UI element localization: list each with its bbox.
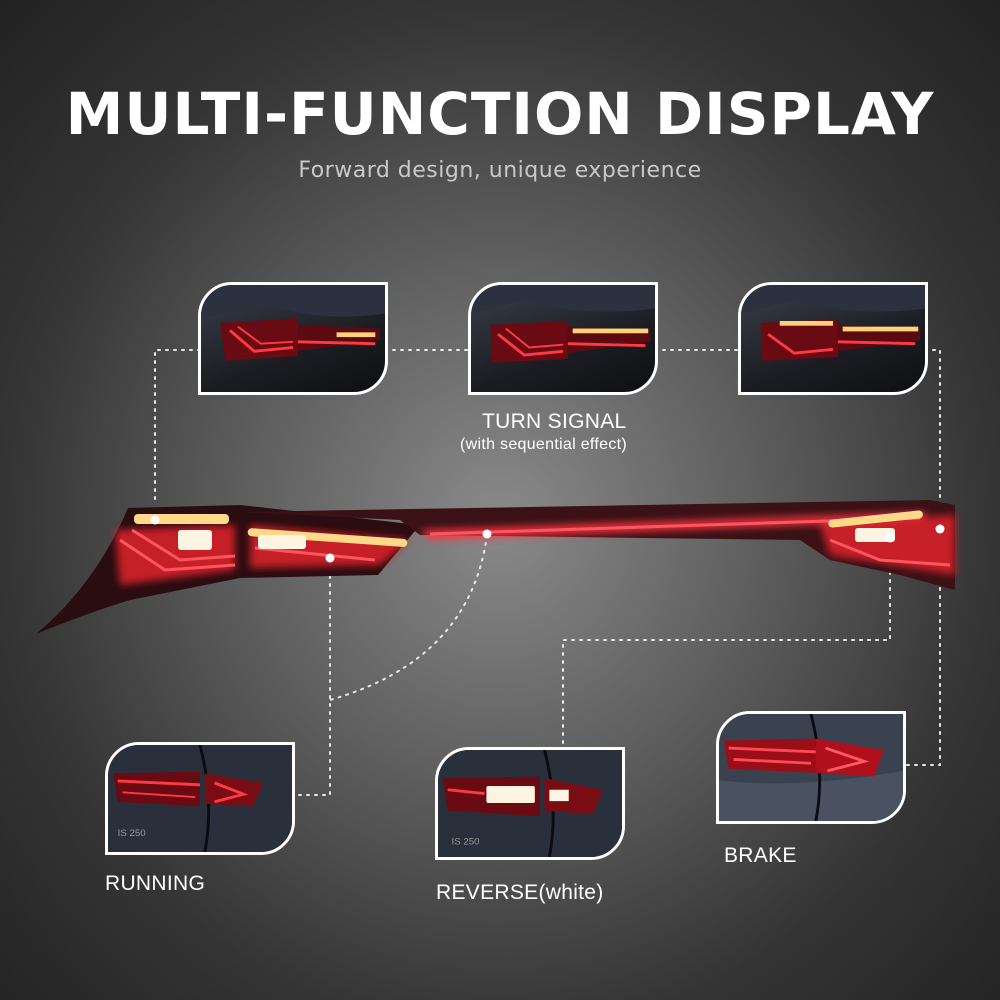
turn-signal-thumb-1 — [198, 282, 388, 395]
turn-signal-label: TURN SIGNAL — [482, 410, 627, 433]
reverse-label: REVERSE(white) — [436, 881, 604, 904]
brake-label: BRAKE — [724, 844, 797, 867]
brake-thumb — [716, 711, 906, 824]
running-thumb: IS 250 — [105, 742, 295, 855]
connector-line — [154, 349, 201, 506]
connector-line — [924, 349, 941, 506]
page-subtitle: Forward design, unique experience — [298, 158, 702, 183]
running-label: RUNNING — [105, 872, 206, 895]
page-title: MULTI-FUNCTION DISPLAY — [65, 80, 935, 148]
connector-line — [904, 579, 941, 766]
indicator-dot — [325, 553, 335, 563]
connector-line — [562, 539, 891, 749]
model-badge: IS 250 — [452, 837, 480, 848]
indicator-dot — [150, 515, 160, 525]
indicator-dot — [935, 524, 945, 534]
model-badge: IS 250 — [118, 828, 146, 839]
turn-signal-thumb-3 — [738, 282, 928, 395]
connector-line — [329, 534, 488, 701]
connector-line — [295, 559, 331, 796]
reverse-thumb: IS 250 — [435, 747, 625, 860]
turn-signal-thumb-2 — [468, 282, 658, 395]
turn-signal-note: (with sequential effect) — [460, 436, 627, 453]
indicator-dot — [482, 529, 492, 539]
indicator-dot — [885, 533, 895, 543]
